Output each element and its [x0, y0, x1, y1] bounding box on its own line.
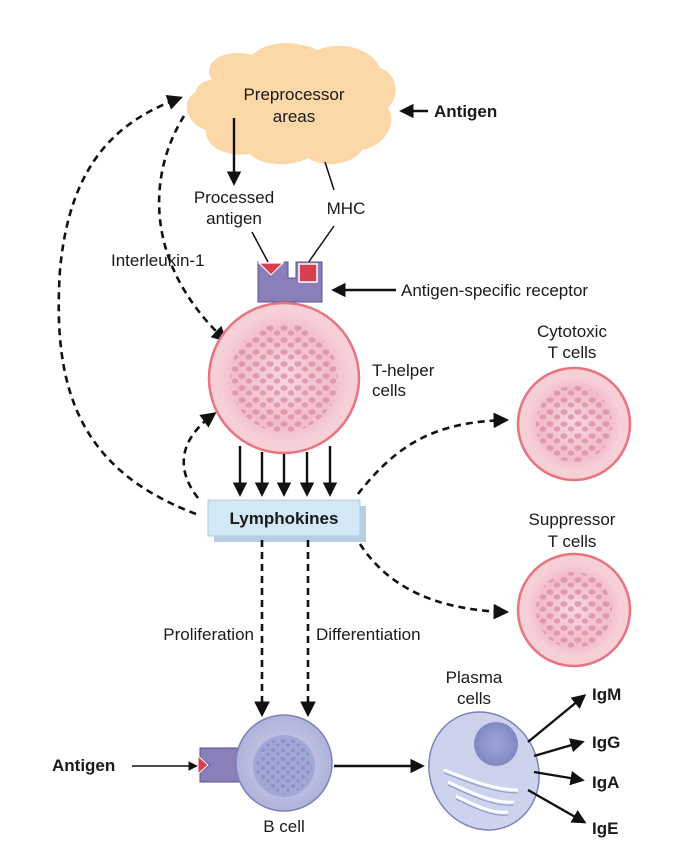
plasma-label-line1: Plasma — [446, 668, 503, 687]
differentiation-label: Differentiation — [316, 625, 421, 644]
cytotoxic-t-cell — [516, 366, 632, 482]
igm-label: IgM — [592, 685, 621, 704]
t-helper-label-line1: T-helper — [372, 361, 435, 380]
lymphokines-label: Lymphokines — [230, 509, 339, 528]
lymphokines-box — [207, 499, 361, 537]
igg-label: IgG — [592, 733, 620, 752]
feedback-dashed-arrow — [57, 94, 197, 516]
to-suppressor-dashed-arrow — [358, 543, 510, 620]
iga-label: IgA — [592, 773, 619, 792]
ige-label: IgE — [592, 819, 618, 838]
processed-antigen-triangle — [257, 262, 285, 276]
t-helper-label-line2: cells — [372, 381, 406, 400]
receptor-label: Antigen-specific receptor — [401, 281, 588, 300]
lymphokine-release-arrows — [232, 446, 338, 497]
cytotoxic-label-line2: T cells — [548, 343, 597, 362]
proliferation-label: Proliferation — [163, 625, 254, 644]
mhc-label: MHC — [327, 199, 366, 218]
plasma-cell — [428, 711, 540, 831]
b-cell — [235, 714, 333, 812]
to-cytotoxic-dashed-arrow — [356, 412, 510, 495]
preprocessor-cloud — [186, 43, 396, 165]
autocrine-dashed-arrow — [182, 412, 217, 499]
suppressor-t-cell — [516, 552, 632, 668]
interleukin-label: Interleukin-1 — [111, 251, 205, 270]
suppressor-label-line1: Suppressor — [529, 510, 616, 529]
t-helper-cell — [207, 301, 361, 455]
processed-antigen-pointer — [251, 231, 269, 263]
mhc-line-top — [324, 161, 335, 191]
processed-antigen-line2: antigen — [206, 209, 262, 228]
antigen-bottom-label: Antigen — [52, 756, 115, 775]
b-cell-antigen-triangle — [197, 754, 209, 776]
b-cell-label: B cell — [263, 817, 305, 836]
cytotoxic-label-line1: Cytotoxic — [537, 322, 607, 341]
plasma-label-line2: cells — [457, 689, 491, 708]
suppressor-label-line2: T cells — [548, 532, 597, 551]
immunoglobulin-arrows — [527, 694, 587, 824]
antigen-top-label: Antigen — [434, 102, 497, 121]
processed-antigen-line1: Processed — [194, 188, 274, 207]
mhc-pointer — [307, 225, 335, 264]
mhc-square — [298, 263, 318, 283]
preprocessor-label-line2: areas — [273, 107, 316, 126]
preprocessor-label-line1: Preprocessor — [243, 85, 344, 104]
interleukin-dashed-arrow — [157, 115, 228, 343]
